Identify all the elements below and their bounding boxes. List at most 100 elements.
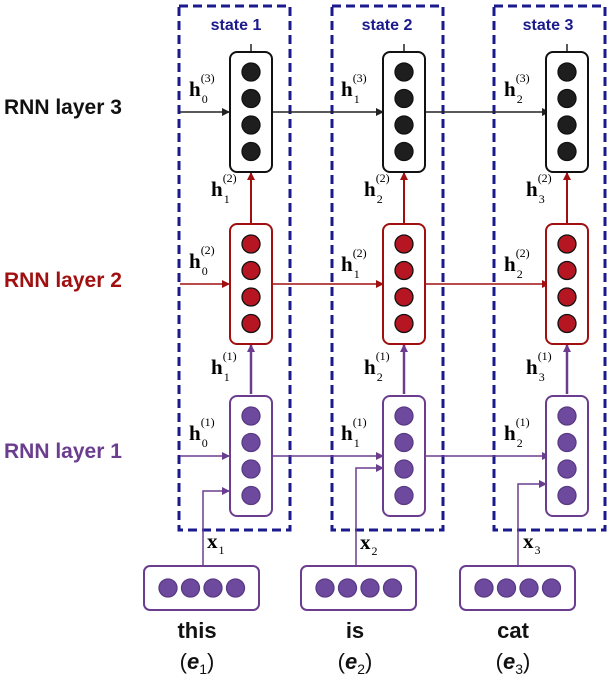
word-2: is bbox=[346, 618, 364, 643]
cell-unit bbox=[394, 260, 414, 281]
rnn-cells bbox=[229, 51, 589, 517]
hidden-labels-layer1: h0(1) h1(1) h2(1) bbox=[189, 415, 530, 450]
input-arrow-2 bbox=[355, 464, 384, 566]
cell-unit bbox=[241, 260, 261, 281]
cell-unit bbox=[394, 115, 414, 135]
embedding-unit bbox=[315, 578, 335, 598]
v-label-12-s3: h3(1) bbox=[526, 349, 552, 384]
cell-unit bbox=[394, 62, 414, 82]
h-label-l2-s3: h2(2) bbox=[504, 246, 530, 281]
x-label-2: x2 bbox=[360, 530, 378, 558]
cell-unit bbox=[394, 313, 414, 334]
embedding-box-3 bbox=[459, 565, 576, 611]
embedding-unit bbox=[496, 578, 517, 598]
rnn-cell-l3-s1 bbox=[229, 51, 273, 173]
rnn-cell-l1-s3 bbox=[545, 395, 589, 517]
embedding-unit bbox=[474, 578, 494, 598]
cell-unit bbox=[394, 287, 414, 307]
hidden-labels-layer2: h0(2) h1(2) h2(2) bbox=[189, 243, 530, 281]
cell-unit bbox=[557, 88, 577, 109]
state-box-3 bbox=[492, 4, 607, 532]
cell-unit bbox=[557, 141, 577, 162]
embedding-box-2 bbox=[300, 565, 417, 611]
h-label-l2-s2: h1(2) bbox=[341, 246, 367, 281]
cell-unit bbox=[557, 260, 577, 281]
cell-unit bbox=[557, 313, 577, 334]
cell-unit bbox=[241, 88, 261, 109]
embedding-unit bbox=[158, 578, 178, 598]
rnn-cell-l3-s2 bbox=[382, 51, 426, 173]
vertical-arrows bbox=[247, 44, 571, 394]
input-x-labels: x1 x2 x3 bbox=[207, 529, 541, 558]
cell-unit bbox=[394, 141, 414, 162]
cell-unit bbox=[557, 115, 577, 135]
cell-unit bbox=[394, 234, 414, 254]
embedding-unit bbox=[180, 578, 201, 598]
cell-unit bbox=[241, 485, 261, 506]
cell-unit bbox=[241, 287, 261, 307]
cell-unit bbox=[394, 485, 414, 506]
rnn-cell-l2-s2 bbox=[382, 223, 426, 345]
cell-unit bbox=[394, 88, 414, 109]
embedding-unit bbox=[382, 578, 403, 598]
word-1: this bbox=[177, 618, 216, 643]
cell-unit bbox=[557, 62, 577, 82]
h-label-l2-s1: h0(2) bbox=[189, 243, 215, 278]
cell-unit bbox=[394, 432, 414, 453]
cell-unit bbox=[241, 234, 261, 254]
input-arrow-1 bbox=[202, 487, 230, 566]
input-arrows bbox=[202, 464, 547, 566]
cell-unit bbox=[241, 115, 261, 135]
v-label-23-s2: h2(2) bbox=[364, 171, 390, 206]
embedding-box-1 bbox=[143, 565, 260, 611]
layer-label-1: RNN layer 1 bbox=[4, 440, 122, 463]
state-label-1: state 1 bbox=[211, 17, 262, 34]
v-label-23-s3: h3(2) bbox=[526, 171, 552, 206]
recurrent-arrows bbox=[180, 108, 550, 460]
rnn-cell-l2-s1 bbox=[229, 223, 273, 345]
h-label-l3-s2: h1(3) bbox=[341, 71, 367, 106]
cell-unit bbox=[241, 313, 261, 334]
embedding-unit bbox=[203, 578, 223, 598]
word-3: cat bbox=[497, 618, 529, 643]
rnn-cell-l3-s3 bbox=[545, 51, 589, 173]
cell-unit bbox=[241, 62, 261, 82]
embedding-unit bbox=[519, 578, 539, 598]
v-label-12-s2: h2(1) bbox=[364, 349, 390, 384]
input-arrow-3 bbox=[517, 480, 547, 566]
cell-unit bbox=[557, 459, 577, 479]
layer-label-3: RNN layer 3 bbox=[4, 96, 122, 119]
state-box-2 bbox=[330, 4, 445, 532]
v-label-23-s1: h1(2) bbox=[211, 171, 237, 206]
state-boxes: state 1 state 2 state 3 bbox=[177, 4, 607, 532]
h-label-l1-s2: h1(1) bbox=[341, 415, 367, 450]
cell-unit bbox=[557, 234, 577, 254]
h-label-l3-s3: h2(3) bbox=[504, 71, 530, 106]
h-label-l1-s1: h0(1) bbox=[189, 415, 215, 450]
emb-label-3: (e3) bbox=[496, 649, 531, 677]
embedding-unit bbox=[225, 578, 246, 598]
state-label-3: state 3 bbox=[523, 17, 574, 34]
cell-unit bbox=[241, 406, 261, 426]
state-box-1 bbox=[177, 4, 292, 532]
embedding-unit bbox=[337, 578, 358, 598]
rnn-cell-l1-s2 bbox=[382, 395, 426, 517]
rnn-cell-l2-s3 bbox=[545, 223, 589, 345]
emb-label-2: (e2) bbox=[338, 649, 373, 677]
hidden-labels-layer3: h0(3) h1(3) h2(3) bbox=[189, 71, 530, 106]
cell-unit bbox=[241, 141, 261, 162]
cell-unit bbox=[241, 432, 261, 453]
cell-unit bbox=[557, 432, 577, 453]
embedding-boxes bbox=[143, 565, 576, 611]
cell-unit bbox=[557, 287, 577, 307]
rnn-cell-l1-s1 bbox=[229, 395, 273, 517]
cell-unit bbox=[394, 459, 414, 479]
h-label-l3-s1: h0(3) bbox=[189, 71, 215, 106]
state-label-2: state 2 bbox=[362, 17, 413, 34]
x-label-1: x1 bbox=[207, 529, 225, 557]
vertical-labels-l1-l2: h1(1) h2(1) h3(1) bbox=[211, 349, 552, 384]
vertical-labels-l2-l3: h1(2) h2(2) h3(2) bbox=[211, 171, 552, 206]
v-label-12-s1: h1(1) bbox=[211, 349, 237, 384]
embedding-unit bbox=[541, 578, 562, 598]
